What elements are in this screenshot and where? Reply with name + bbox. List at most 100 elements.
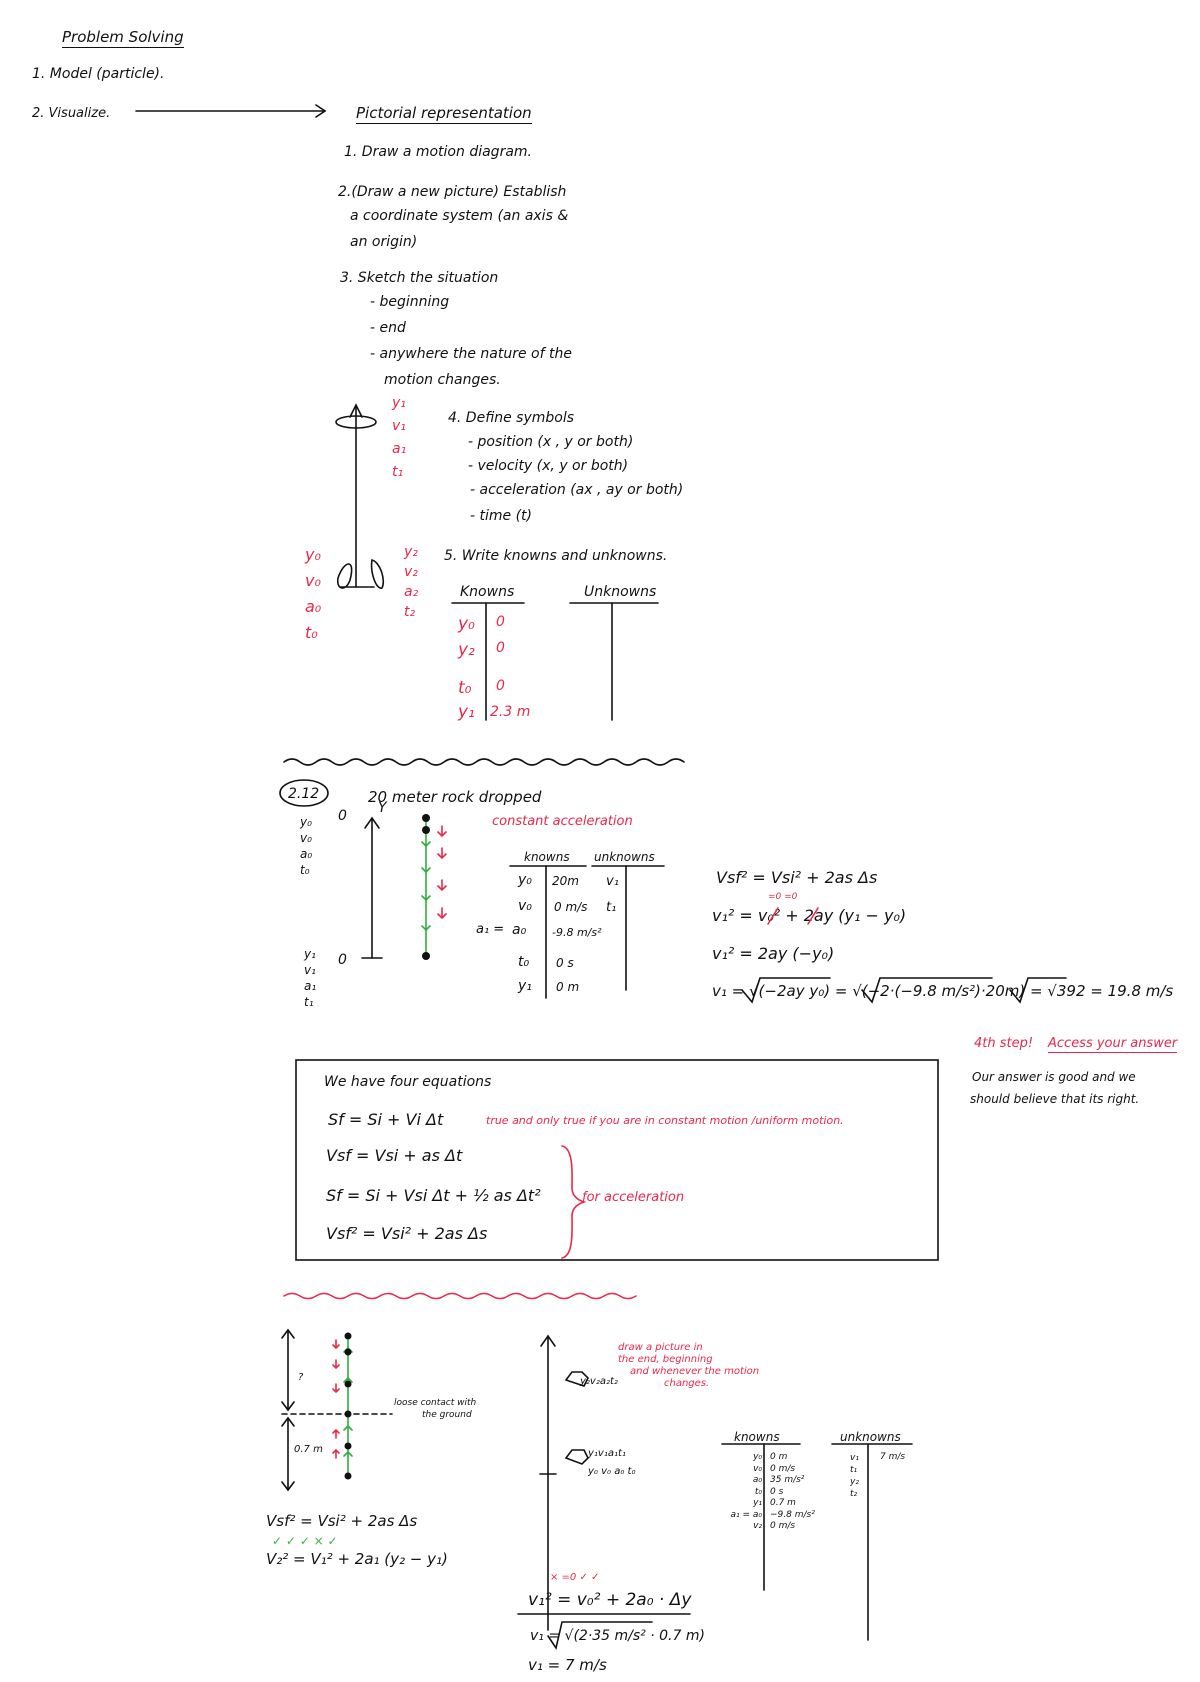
brace-note: for acceleration [582,1190,685,1205]
motion-dot [422,814,430,822]
p3-unknown-value: 7 m/s [880,1452,906,1462]
pictorial-step-2-line-3: an origin) [350,234,418,250]
p3-substituted-equation: V₂² = V₁² + 2a₁ (y₂ − y₁) [266,1550,448,1568]
p212-known-sym: a₀ [512,922,527,938]
p3-solution-marks: × =0 ✓ ✓ [550,1572,600,1583]
motion-dot [344,1348,352,1356]
derivation-general: Vsf² = Vsi² + 2as Δs [716,868,878,887]
step-visualize: 2. Visualize. [32,106,111,121]
up-arrow [332,1428,340,1439]
unknowns-header: Unknowns [584,584,657,600]
axis-zero-top: 0 [338,808,347,824]
down-arrow [437,825,447,838]
p212-known-val: -9.8 m/s² [552,926,602,939]
known-sym: y₂ [458,640,475,660]
sqrt-sign [741,977,831,1004]
distance-arrow-head [281,1416,295,1427]
known-sym: t₀ [458,678,472,698]
down-arrow [437,847,447,860]
check-comment-1: Our answer is good and we [972,1070,1136,1084]
p3-velocity-arrowheads [343,1346,353,1457]
equation-velocity: Vsf = Vsi + as Δt [326,1146,463,1165]
known-sym: y₀ [458,614,475,634]
unknown-height-label: ? [298,1372,304,1383]
fig-mid-label-1: y₁v₁a₁t₁ [588,1448,626,1459]
distance-label: 0.7 m [294,1444,323,1455]
p3-general-equation: Vsf² = Vsi² + 2as Δs [266,1512,418,1530]
axis-zero-bottom: 0 [338,952,347,968]
pictorial-step-2-line-1: 2.(Draw a new picture) Establish [338,184,567,200]
p212-knowns-header: knowns [524,850,570,864]
motion-dot [344,1472,352,1480]
p3-knowns-header: knowns [734,1430,780,1444]
p212-known-val: 0 s [556,956,574,970]
known-sym: y₁ [458,702,475,722]
pictorial-step-3-end: - end [370,320,406,336]
figure-doodle [564,1371,589,1465]
p3-unknowns-header: unknowns [840,1430,901,1444]
contact-note-1: loose contact with [394,1398,477,1408]
solution-sqrt [547,1621,653,1650]
fig-mid-label-2: y₀ v₀ a₀ t₀ [588,1466,636,1477]
derivation-substituted: v₁² = v₀² + 2ay (y₁ − y₀) [712,906,907,925]
symbol-position: - position (x , y or both) [468,434,634,450]
derivation-zero-marks: =0 =0 [768,892,798,902]
symbol-time: - time (t) [470,508,532,524]
p212-known-sym: y₁ [518,978,532,994]
motion-dot [344,1380,352,1388]
check-comment-2: should believe that its right. [970,1092,1140,1106]
separator-wave [283,758,685,766]
page-title: Problem Solving [62,28,184,48]
down-arrow [437,907,447,920]
p212-known-sym: y₀ [518,872,532,888]
known-val: 0 [496,640,505,656]
step4-label: 4th step! [974,1036,1034,1051]
height-arrow-head [281,1401,295,1412]
p212-known-prefix: a₁ = [476,922,505,937]
problem-note: constant acceleration [492,814,633,829]
sqrt-sign [861,977,993,1004]
fig-top-label: y₂v₂a₂t₂ [580,1376,618,1387]
p3-solution-substitution: v₁ = √(2·35 m/s² · 0.7 m) [530,1628,705,1644]
p212-known-sym: t₀ [518,954,530,970]
p212-axis-arrowhead [364,816,380,829]
equation-uniform-note: true and only true if you are in constan… [486,1114,844,1127]
step-model: 1. Model (particle). [32,66,165,82]
p3-solution-equation: v₁² = v₀² + 2a₀ · Δy [528,1590,692,1610]
contact-note-2: the ground [422,1410,472,1420]
p3-axis-arrowhead [540,1334,556,1347]
pictorial-step-2-line-2: a coordinate system (an axis & [350,208,569,224]
symbol-acceleration: - acceleration (ax , ay or both) [470,482,684,498]
problem-circle [279,779,329,807]
motion-dot [344,1442,352,1450]
p212-known-val: 0 m [556,980,580,994]
p212-unknowns-header: unknowns [594,850,655,864]
known-val: 0 [496,614,505,630]
acceleration-brace [561,1145,587,1259]
equations-box [295,1059,939,1261]
pictorial-step-5: 5. Write knowns and unknowns. [444,548,668,564]
p212-known-sym: v₀ [518,898,532,914]
pictorial-step-1: 1. Draw a motion diagram. [344,144,532,160]
p212-unknown-sym: v₁ [606,874,619,889]
p212-unknown-sym: t₁ [606,900,617,915]
down-arrow [332,1359,340,1370]
pictorial-step-3-changes: motion changes. [384,372,501,388]
p3-check-marks: ✓ ✓ ✓ × ✓ [272,1534,338,1548]
height-arrow-head [281,1328,295,1339]
equations-intro: We have four equations [324,1074,492,1090]
p3-solution-answer: v₁ = 7 m/s [528,1656,607,1674]
p212-known-val: 20m [552,874,579,888]
motion-dot [344,1410,352,1418]
pictorial-step-3-beginning: - beginning [370,294,450,310]
down-arrow [437,879,447,892]
equation-position: Sf = Si + Vsi Δt + ½ as Δt² [326,1186,541,1205]
